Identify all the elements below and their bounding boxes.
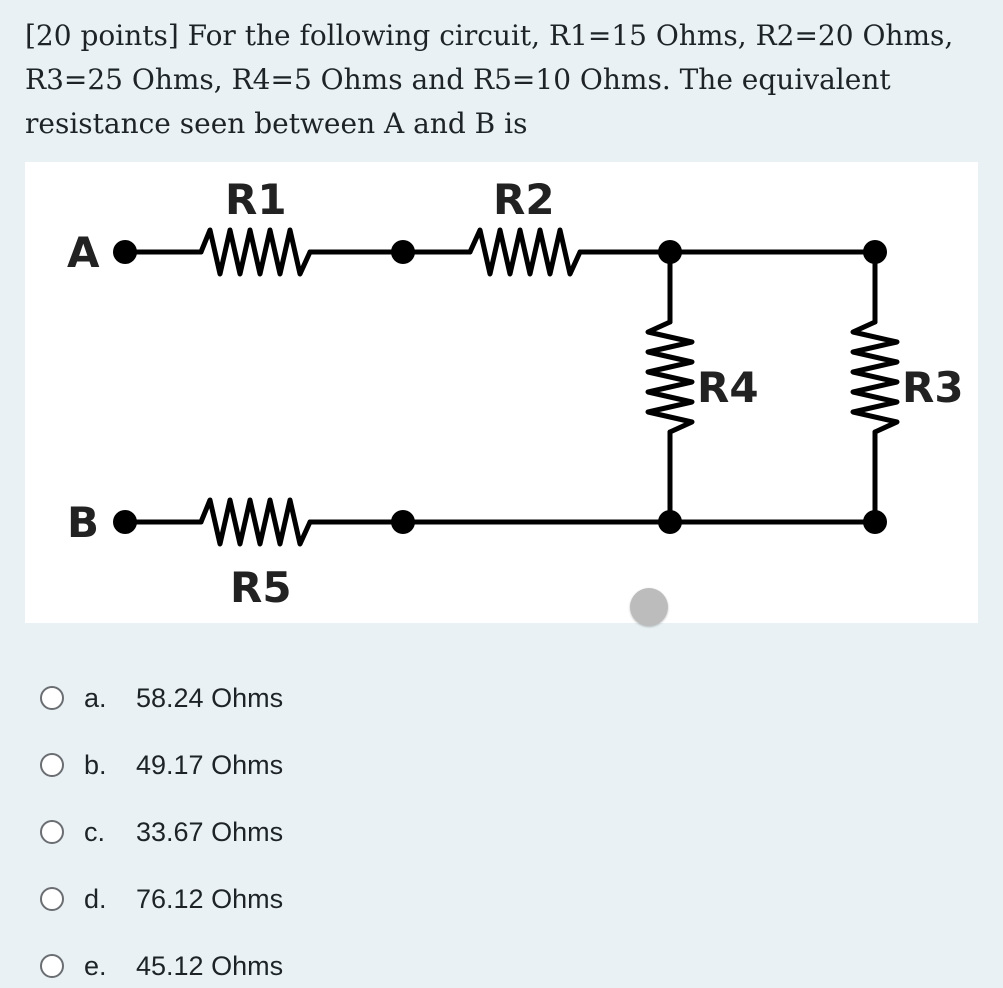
node-r5-right: [391, 510, 415, 534]
resistor-r1: [198, 227, 313, 277]
option-letter-e: e.: [84, 950, 107, 981]
node-top-r4: [658, 240, 682, 264]
option-text-b: 49.17 Ohms: [136, 749, 284, 780]
label-r1: R1: [225, 175, 287, 224]
option-letter-c: c.: [84, 816, 106, 847]
label-r5: R5: [230, 563, 292, 612]
node-top-r3: [863, 240, 887, 264]
radio-e[interactable]: [40, 954, 64, 978]
node-bottom-r3: [863, 510, 887, 534]
label-r3: R3: [902, 363, 964, 412]
resistor-r5: [198, 497, 313, 547]
resistor-r3: [850, 319, 900, 435]
node-a: [113, 240, 137, 264]
label-r4: R4: [697, 363, 759, 412]
option-e[interactable]: e. 45.12 Ohms: [40, 944, 440, 988]
radio-b[interactable]: [40, 753, 64, 777]
question-text: [20 points] For the following circuit, R…: [25, 19, 954, 140]
cursor-indicator: [630, 588, 668, 626]
label-a: A: [67, 228, 100, 277]
circuit-svg: R1 R2 A R4 R3 B R5: [67, 175, 964, 612]
label-r2: R2: [493, 175, 555, 224]
option-text-c: 33.67 Ohms: [136, 816, 284, 847]
radio-d[interactable]: [40, 887, 64, 911]
option-text-d: 76.12 Ohms: [136, 883, 284, 914]
option-a[interactable]: a. 58.24 Ohms: [40, 676, 440, 720]
option-letter-d: d.: [84, 883, 107, 914]
option-b[interactable]: b. 49.17 Ohms: [40, 743, 440, 787]
radio-a[interactable]: [40, 686, 64, 710]
node-r1-r2: [391, 240, 415, 264]
circuit-diagram: R1 R2 A R4 R3 B R5: [25, 162, 978, 623]
node-b: [113, 510, 137, 534]
option-d[interactable]: d. 76.12 Ohms: [40, 877, 440, 921]
option-letter-b: b.: [84, 749, 107, 780]
option-c[interactable]: c. 33.67 Ohms: [40, 810, 440, 854]
option-text-a: 58.24 Ohms: [136, 682, 284, 713]
option-text-e: 45.12 Ohms: [136, 950, 284, 981]
resistor-r2: [467, 227, 583, 277]
label-b: B: [67, 498, 99, 547]
node-bottom-r4: [658, 510, 682, 534]
resistor-r4: [645, 319, 695, 435]
option-letter-a: a.: [84, 682, 107, 713]
radio-c[interactable]: [40, 820, 64, 844]
